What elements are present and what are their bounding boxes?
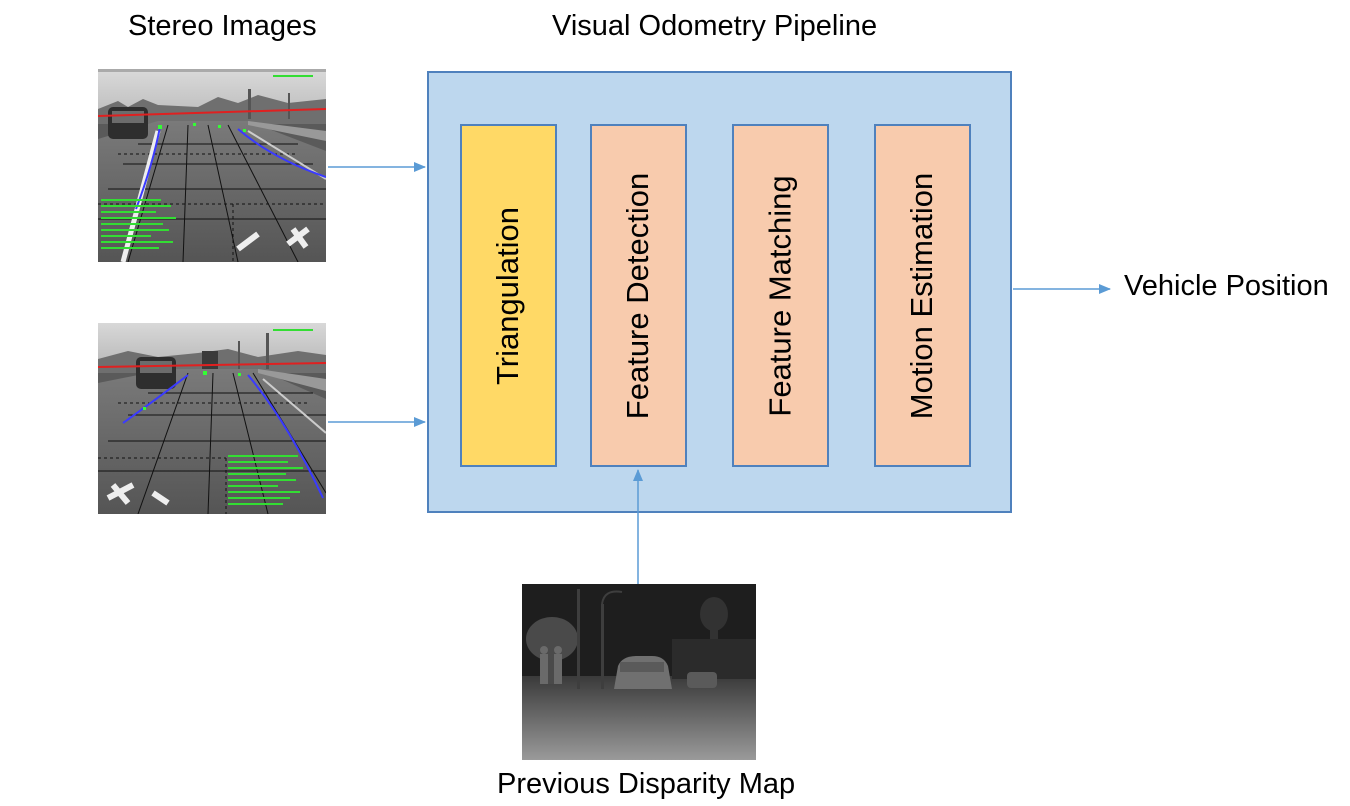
stage-motion-estimation: Motion Estimation bbox=[874, 124, 971, 467]
stage-triangulation: Triangulation bbox=[460, 124, 557, 467]
disparity-map-image bbox=[522, 584, 756, 760]
stereo-image-bottom bbox=[98, 323, 326, 514]
stereo-image-top bbox=[98, 69, 326, 262]
stereo-images-title: Stereo Images bbox=[128, 10, 317, 42]
vehicle-position-label: Vehicle Position bbox=[1124, 270, 1329, 302]
disparity-map-label: Previous Disparity Map bbox=[497, 768, 796, 800]
stage-feature-detection: Feature Detection bbox=[590, 124, 687, 467]
pipeline-title: Visual Odometry Pipeline bbox=[552, 10, 878, 42]
stage-feature-matching: Feature Matching bbox=[732, 124, 829, 467]
